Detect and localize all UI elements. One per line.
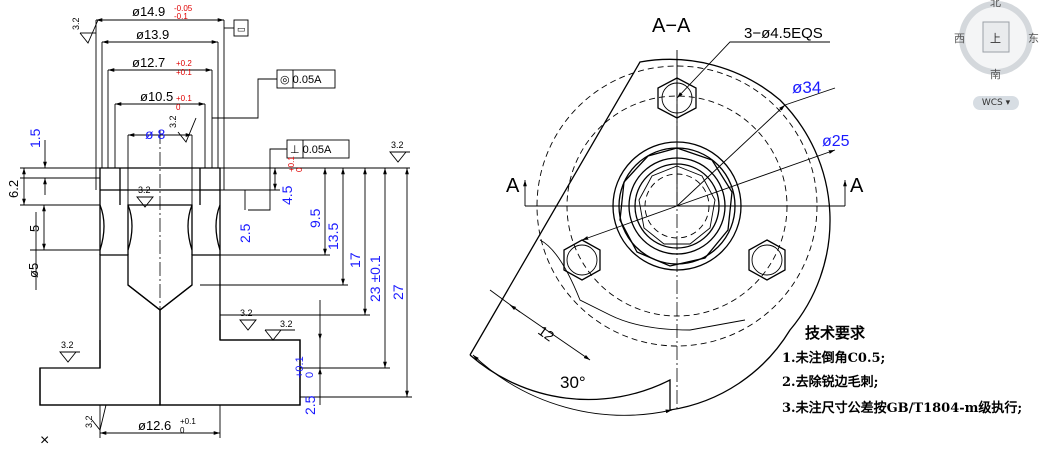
section-arrow-a-left: A (506, 175, 520, 197)
note-item: 1.未注倒角C0.5; (782, 350, 885, 366)
roughness-symbol: 3.2 (239, 308, 257, 331)
left-section-view: ø14.9 -0.05 -0.1 ø13.9 ø12.7 +0.2 +0.1 ø… (6, 4, 412, 449)
dim-6-2: 6.2 (6, 180, 21, 198)
dim-10-5: ø10.5 (140, 89, 173, 104)
roughness-symbol: 3.2 (84, 404, 107, 431)
svg-text:◎ 0.05A: ◎ 0.05A (280, 74, 322, 86)
svg-text:0: 0 (176, 103, 181, 112)
svg-text:▭: ▭ (237, 24, 246, 34)
dim-13-5: 13.5 (325, 223, 341, 250)
dim-14-9: ø14.9 (132, 4, 165, 19)
svg-text:3.2: 3.2 (240, 308, 253, 318)
notes-title: 技术要求 (805, 324, 866, 342)
cube-face-top[interactable]: 上 (990, 32, 1001, 45)
roughness-symbol: 3.2 (71, 17, 99, 44)
dim-12-7: ø12.7 (132, 55, 165, 70)
note-item: 3.未注尺寸公差按GB/T1804-m级执行; (782, 400, 1022, 416)
cross-mark: × (40, 432, 49, 449)
dim-dia-34: ø34 (792, 78, 821, 97)
dim-12-6: ø12.6 (138, 418, 171, 433)
dim-dia-5: ø5 (26, 263, 41, 278)
coaxiality-frame: ◎ 0.05A (212, 69, 336, 119)
svg-text:3.2: 3.2 (168, 115, 178, 128)
svg-text:+0.1: +0.1 (294, 356, 306, 378)
wcs-dropdown[interactable]: WCS ▾ (973, 96, 1019, 110)
dim-dia-25: ø25 (822, 133, 850, 150)
fan-outline (469, 58, 831, 411)
dim-27: 27 (390, 284, 406, 300)
svg-text:3.2: 3.2 (61, 340, 74, 350)
technical-requirements: 技术要求 1.未注倒角C0.5; 2.去除锐边毛刺; 3.未注尺寸公差按GB/T… (782, 324, 1022, 416)
svg-text:+0.1: +0.1 (176, 94, 192, 103)
svg-text:3.2: 3.2 (138, 185, 151, 195)
dim-2-5: 2.5 (237, 223, 253, 243)
section-arrow-a-right: A (850, 175, 864, 197)
svg-text:0: 0 (304, 372, 316, 378)
svg-text:3.2: 3.2 (280, 319, 293, 329)
compass-ring (959, 1, 1033, 75)
dim-5: 5 (27, 225, 42, 232)
svg-text:0: 0 (295, 167, 304, 172)
roughness-symbol: 3.2 (59, 340, 80, 363)
svg-text:3.2: 3.2 (84, 415, 94, 428)
bolt-hole (748, 239, 786, 281)
svg-text:+0.1: +0.1 (180, 417, 196, 426)
svg-text:-0.1: -0.1 (174, 12, 188, 21)
compass-north[interactable]: 北 (990, 0, 1001, 9)
body-outline (99, 167, 221, 255)
roughness-symbol: 3.2 (136, 185, 154, 208)
dim-12: 12 (535, 322, 557, 344)
dim-4-5: 4.5 (279, 185, 295, 205)
dim-30-deg: 30° (560, 373, 586, 392)
dim-13-9: ø13.9 (136, 27, 169, 42)
svg-text:+0.2: +0.2 (176, 59, 192, 68)
flatness-frame: ▭ (224, 19, 249, 37)
section-a-a-view: A−A A (469, 15, 864, 416)
roughness-symbol: 3.2 (264, 319, 295, 341)
hatched-body-left (39, 254, 161, 406)
compass-west[interactable]: 西 (954, 32, 965, 45)
section-label: A−A (652, 15, 691, 37)
perpendicularity-frame: ⊥ 0.05A (248, 139, 350, 211)
hole-note: 3−ø4.5EQS (744, 25, 823, 42)
dim-17: 17 (347, 252, 363, 268)
compass-east[interactable]: 东 (1028, 32, 1039, 45)
dim-2-5-bottom: 2.5 (302, 395, 318, 415)
roughness-symbol: 3.2 (168, 115, 197, 143)
dim-9-5: 9.5 (307, 208, 323, 228)
svg-text:+0.1: +0.1 (287, 156, 296, 172)
svg-text:3.2: 3.2 (71, 17, 81, 30)
view-cube[interactable]: 北 西 东 南 上 (950, 0, 1046, 110)
svg-text:+0.1: +0.1 (176, 68, 192, 77)
dim-1-5: 1.5 (27, 128, 43, 148)
svg-text:0: 0 (180, 426, 185, 435)
note-item: 2.去除锐边毛刺; (782, 374, 878, 390)
svg-text:⊥ 0.05A: ⊥ 0.05A (290, 144, 332, 156)
dim-23: 23 ±0.1 (367, 255, 383, 302)
compass-south[interactable]: 南 (990, 68, 1001, 81)
svg-text:-0.05: -0.05 (174, 4, 193, 13)
roughness-symbol: 3.2 (389, 140, 410, 163)
dim-8: ø 8 (145, 126, 165, 142)
svg-text:3.2: 3.2 (391, 140, 404, 150)
bolt-hole (563, 239, 601, 281)
